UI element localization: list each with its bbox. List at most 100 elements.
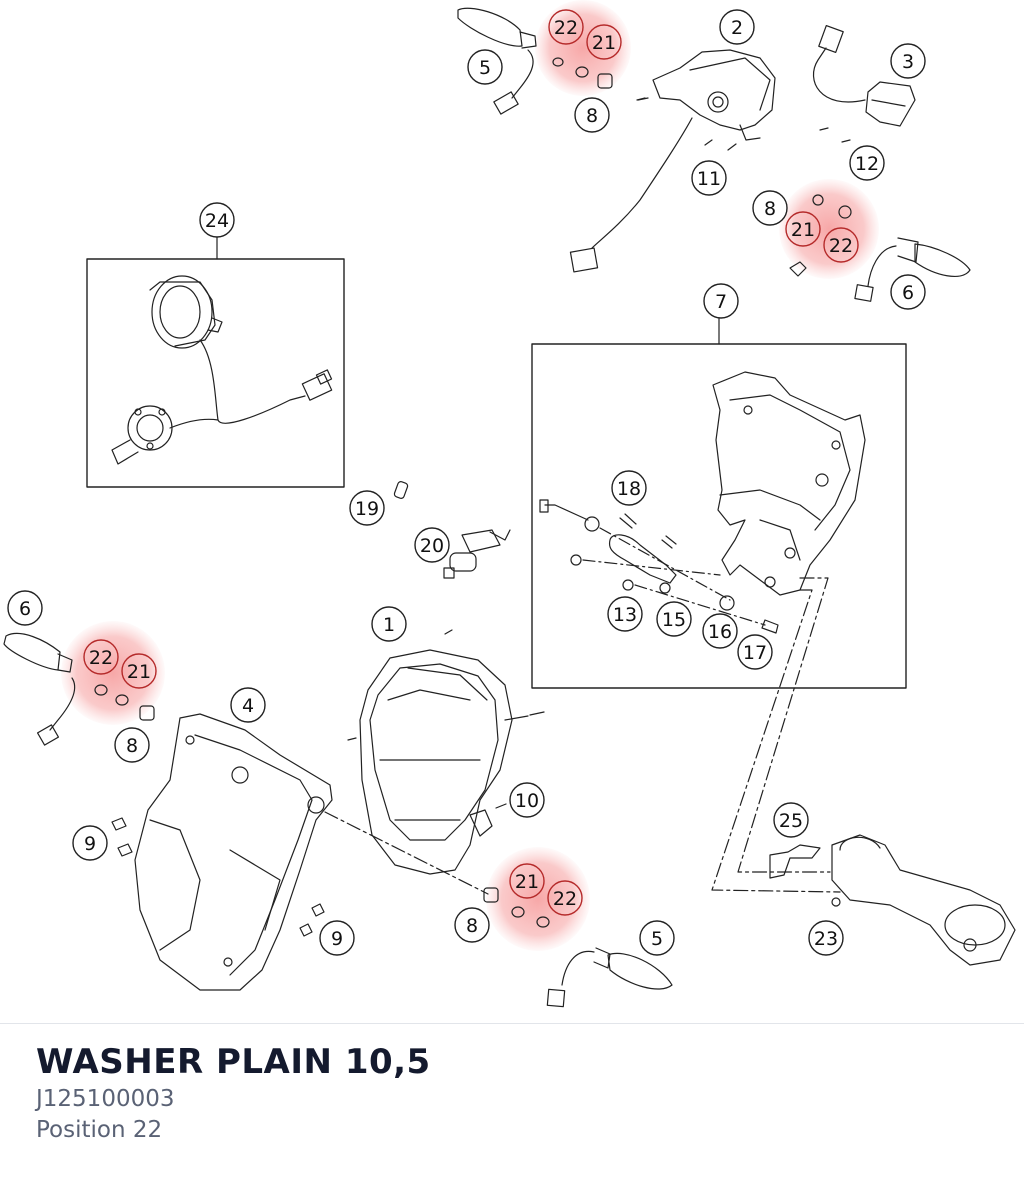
mount-lever (608, 534, 677, 584)
svg-text:22: 22 (553, 888, 577, 910)
svg-text:2: 2 (731, 17, 743, 39)
svg-text:5: 5 (479, 57, 491, 79)
callout[interactable]: 13 (607, 596, 643, 632)
svg-text:8: 8 (586, 105, 598, 127)
callout[interactable]: 3 (890, 43, 926, 79)
svg-text:11: 11 (697, 168, 721, 190)
svg-text:1: 1 (383, 614, 395, 636)
svg-text:13: 13 (613, 604, 637, 626)
headlight-bracket (712, 371, 866, 596)
svg-text:8: 8 (126, 735, 138, 757)
svg-text:9: 9 (331, 928, 343, 950)
callout[interactable]: 10 (509, 782, 545, 818)
callout-highlighted[interactable]: 22 (823, 227, 859, 263)
part-number: J125100003 (36, 1086, 175, 1112)
detail-box-24 (86, 235, 345, 488)
callout[interactable]: 2 (719, 9, 755, 45)
callout-highlighted[interactable]: 21 (121, 653, 157, 689)
svg-text:8: 8 (764, 198, 776, 220)
svg-text:25: 25 (779, 810, 803, 832)
svg-text:10: 10 (515, 790, 539, 812)
callout[interactable]: 20 (414, 527, 450, 563)
part-info-panel: WASHER PLAIN 10,5 J125100003 Position 22 (36, 1040, 431, 1146)
svg-text:3: 3 (902, 51, 914, 73)
callout-highlighted[interactable]: 21 (509, 863, 545, 899)
callout[interactable]: 24 (199, 202, 235, 238)
svg-text:17: 17 (743, 642, 767, 664)
bulb-19 (393, 481, 409, 499)
routing-line (711, 577, 841, 893)
highlight-zones (61, 0, 879, 951)
svg-text:21: 21 (592, 32, 616, 54)
tail-light-2 (569, 49, 776, 273)
callout[interactable]: 6 (890, 274, 926, 310)
svg-text:22: 22 (89, 647, 113, 669)
callout[interactable]: 16 (702, 613, 738, 649)
turn-signal-6-left (3, 632, 76, 746)
callout[interactable]: 1 (371, 606, 407, 642)
svg-text:23: 23 (814, 928, 838, 950)
svg-text:22: 22 (829, 235, 853, 257)
highlight-zone[interactable] (535, 0, 631, 96)
callout[interactable]: 8 (752, 190, 788, 226)
callout-highlighted[interactable]: 21 (785, 211, 821, 247)
part-name: WASHER PLAIN 10,5 (36, 1042, 431, 1082)
callout[interactable]: 8 (114, 727, 150, 763)
callout[interactable]: 12 (849, 145, 885, 181)
svg-text:16: 16 (708, 621, 732, 643)
headlight-mask-4 (111, 713, 333, 991)
turn-signal-5-top (457, 7, 613, 115)
svg-text:21: 21 (791, 219, 815, 241)
washer-stack-left (94, 684, 155, 721)
svg-text:22: 22 (554, 17, 578, 39)
info-divider (0, 1023, 1024, 1024)
callout[interactable]: 8 (454, 907, 490, 943)
callout[interactable]: 15 (656, 601, 692, 637)
callout[interactable]: 23 (808, 920, 844, 956)
turn-signal-6-right (789, 194, 971, 302)
turn-signal-5-bottom (546, 947, 673, 1008)
callout-highlighted[interactable]: 21 (586, 24, 622, 60)
callout[interactable]: 9 (72, 825, 108, 861)
callout-highlighted[interactable]: 22 (547, 880, 583, 916)
svg-text:18: 18 (617, 478, 641, 500)
callout[interactable]: 19 (349, 490, 385, 526)
connector-plug (301, 373, 333, 401)
callout[interactable]: 7 (703, 283, 739, 319)
svg-text:7: 7 (715, 291, 727, 313)
callout[interactable]: 5 (639, 920, 675, 956)
callout[interactable]: 25 (773, 802, 809, 838)
svg-text:15: 15 (662, 609, 686, 631)
bulb-holder (127, 405, 173, 451)
callout[interactable]: 8 (574, 97, 610, 133)
svg-text:20: 20 (420, 535, 444, 557)
svg-text:21: 21 (127, 661, 151, 683)
svg-text:6: 6 (902, 282, 914, 304)
exploded-parts-diagram: 2 3 5 8 11 12 8 6 24 7 18 19 20 13 15 16… (3, 0, 1016, 1008)
svg-text:6: 6 (19, 598, 31, 620)
part-position: Position 22 (36, 1117, 163, 1143)
svg-text:5: 5 (651, 928, 663, 950)
svg-text:24: 24 (205, 210, 229, 232)
callout[interactable]: 6 (7, 590, 43, 626)
callout[interactable]: 5 (467, 49, 503, 85)
bulb-20 (443, 529, 511, 579)
highlight-zone[interactable] (779, 179, 879, 279)
callouts: 2 3 5 8 11 12 8 6 24 7 18 19 20 13 15 16… (7, 9, 926, 956)
bracket-25 (769, 834, 1016, 966)
callout-highlighted[interactable]: 22 (548, 9, 584, 45)
svg-text:8: 8 (466, 915, 478, 937)
svg-text:9: 9 (84, 833, 96, 855)
washer-stack-bottom (483, 887, 550, 928)
callout[interactable]: 9 (319, 920, 355, 956)
detail-box-7 (531, 317, 907, 689)
callout[interactable]: 4 (230, 687, 266, 723)
callout[interactable]: 18 (611, 470, 647, 506)
lamp-socket-ring (151, 275, 213, 349)
callout-highlighted[interactable]: 22 (83, 639, 119, 675)
headlight-unit-1 (359, 629, 529, 875)
callout[interactable]: 11 (691, 160, 727, 196)
svg-text:12: 12 (855, 153, 879, 175)
screw (347, 97, 646, 809)
callout[interactable]: 17 (737, 634, 773, 670)
